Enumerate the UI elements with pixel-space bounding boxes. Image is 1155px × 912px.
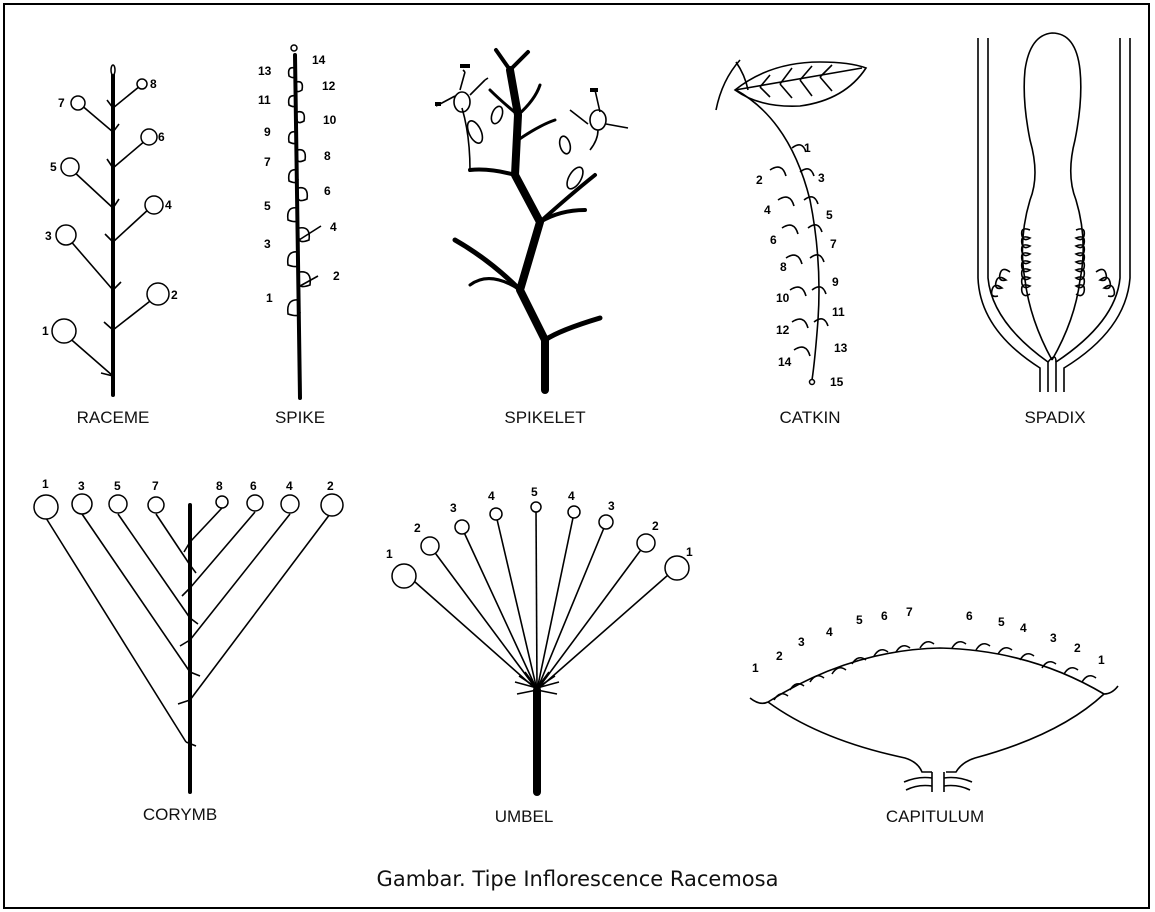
umbel-num: 4 (568, 489, 575, 503)
spike-num: 14 (312, 53, 326, 67)
catkin-num: 4 (764, 203, 771, 217)
catkin-num: 6 (770, 233, 777, 247)
capitulum-diagram: 1 2 3 4 5 6 7 6 5 4 3 2 1 CAPITULUM (750, 605, 1118, 826)
spike-num: 4 (330, 220, 337, 234)
corymb-diagram: 1 3 5 7 8 6 4 2 CORYMB (34, 477, 343, 824)
catkin-num: 14 (778, 355, 792, 369)
umbel-label: UMBEL (495, 807, 554, 826)
umbel-num: 3 (608, 499, 615, 513)
catkin-num: 15 (830, 375, 844, 389)
catkin-num: 9 (832, 275, 839, 289)
capitulum-num: 2 (1074, 641, 1081, 655)
catkin-num: 7 (830, 237, 837, 251)
spike-num: 9 (264, 125, 271, 139)
capitulum-num: 4 (826, 625, 833, 639)
raceme-label: RACEME (77, 408, 150, 427)
raceme-num: 2 (171, 288, 178, 302)
capitulum-num: 4 (1020, 621, 1027, 635)
capitulum-num: 1 (752, 661, 759, 675)
capitulum-num: 7 (906, 605, 913, 619)
spadix-diagram: SPADIX (978, 33, 1130, 427)
corymb-num: 7 (152, 479, 159, 493)
raceme-num: 5 (50, 160, 57, 174)
capitulum-num: 5 (856, 613, 863, 627)
spike-num: 10 (323, 113, 337, 127)
corymb-num: 2 (327, 479, 334, 493)
catkin-num: 12 (776, 323, 790, 337)
spike-diagram: 14 13 12 11 10 9 8 7 6 5 4 3 2 1 SPIKE (258, 45, 340, 427)
spike-num: 2 (333, 269, 340, 283)
raceme-num: 4 (165, 198, 172, 212)
spike-num: 13 (258, 64, 272, 78)
corymb-num: 4 (286, 479, 293, 493)
catkin-num: 13 (834, 341, 848, 355)
catkin-num: 11 (832, 305, 845, 319)
umbel-num: 2 (652, 519, 659, 533)
spikelet-diagram: SPIKELET (435, 50, 628, 427)
spike-num: 3 (264, 237, 271, 251)
corymb-num: 3 (78, 479, 85, 493)
raceme-num: 8 (150, 77, 157, 91)
catkin-num: 1 (804, 141, 811, 155)
corymb-num: 5 (114, 479, 121, 493)
capitulum-num: 1 (1098, 653, 1105, 667)
spike-num: 5 (264, 199, 271, 213)
umbel-num: 2 (414, 521, 421, 535)
spike-num: 7 (264, 155, 271, 169)
figure-caption: Gambar. Tipe Inflorescence Racemosa (0, 867, 1155, 891)
spike-num: 8 (324, 149, 331, 163)
corymb-label: CORYMB (143, 805, 217, 824)
capitulum-num: 5 (998, 615, 1005, 629)
capitulum-label: CAPITULUM (886, 807, 984, 826)
catkin-num: 8 (780, 260, 787, 274)
raceme-num: 1 (42, 324, 49, 338)
catkin-diagram: 1 2 3 4 5 6 7 8 9 10 11 12 13 14 15 CATK… (716, 60, 866, 427)
spadix-label: SPADIX (1024, 408, 1085, 427)
capitulum-num: 2 (776, 649, 783, 663)
catkin-num: 3 (818, 171, 825, 185)
catkin-num: 5 (826, 208, 833, 222)
umbel-num: 1 (386, 547, 393, 561)
raceme-num: 6 (158, 130, 165, 144)
capitulum-num: 6 (966, 609, 973, 623)
spike-num: 6 (324, 184, 331, 198)
umbel-num: 5 (531, 485, 538, 499)
corymb-num: 6 (250, 479, 257, 493)
umbel-num: 3 (450, 501, 457, 515)
umbel-num: 1 (686, 545, 693, 559)
umbel-diagram: 1 2 3 4 5 4 3 2 1 UMBEL (386, 485, 693, 826)
raceme-num: 3 (45, 229, 52, 243)
spike-label: SPIKE (275, 408, 325, 427)
corymb-num: 1 (42, 477, 49, 491)
raceme-num: 7 (58, 96, 65, 110)
spike-num: 12 (322, 79, 336, 93)
catkin-num: 2 (756, 173, 763, 187)
catkin-label: CATKIN (779, 408, 840, 427)
corymb-num: 8 (216, 479, 223, 493)
raceme-diagram: 8 7 6 5 4 3 2 1 RACEME (42, 65, 178, 427)
spike-num: 1 (266, 291, 273, 305)
capitulum-num: 3 (1050, 631, 1057, 645)
capitulum-num: 6 (881, 609, 888, 623)
spikelet-label: SPIKELET (504, 408, 585, 427)
capitulum-num: 3 (798, 635, 805, 649)
spike-num: 11 (258, 93, 271, 107)
umbel-num: 4 (488, 489, 495, 503)
catkin-num: 10 (776, 291, 790, 305)
